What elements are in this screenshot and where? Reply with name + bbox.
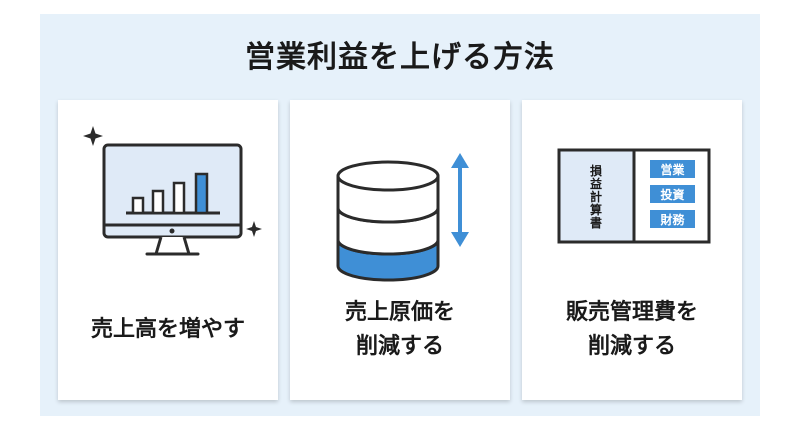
- doc-tag: [650, 210, 695, 228]
- doc-spine-char: 損: [590, 163, 603, 178]
- doc-spine-char: 書: [590, 215, 602, 230]
- card-reduce-cost-of-sales: 売上原価を 削減する: [290, 100, 510, 400]
- svg-text:財務: 財務: [659, 212, 685, 227]
- sparkle-icon: [246, 221, 262, 237]
- doc-spine-char: 益: [590, 176, 602, 191]
- card-label: 販売管理費を 削減する: [565, 300, 698, 359]
- double-arrow-icon: [451, 153, 469, 247]
- database-icon: [336, 153, 469, 282]
- chart-bar: [151, 189, 165, 215]
- doc-spine-char: 計: [590, 189, 602, 204]
- svg-text:投資: 投資: [660, 187, 684, 202]
- svg-text:営業: 営業: [660, 162, 685, 177]
- doc-tag: [650, 185, 695, 203]
- chart-bar: [131, 196, 145, 215]
- card-label: 売上原価を 削減する: [344, 300, 455, 359]
- card-increase-sales: 売上高を増やす: [58, 100, 278, 400]
- infographic: 営業利益を上げる方法 売上高を増やす: [40, 14, 760, 416]
- monitor-chart-icon: [83, 126, 262, 256]
- card-label: 売上高を増やす: [90, 317, 245, 342]
- chart-bar: [172, 181, 186, 215]
- chart-bar: [194, 172, 209, 215]
- doc-spine-char: 算: [590, 202, 602, 217]
- sparkle-icon: [83, 126, 103, 146]
- income-statement-icon: 損 益 計 算 書 営業 投資 財務: [557, 148, 711, 244]
- page-title: 営業利益を上げる方法: [245, 40, 555, 75]
- doc-tag: [650, 160, 695, 178]
- card-reduce-sga: 損 益 計 算 書 営業 投資 財務 販売管理費を 削減する: [522, 100, 742, 400]
